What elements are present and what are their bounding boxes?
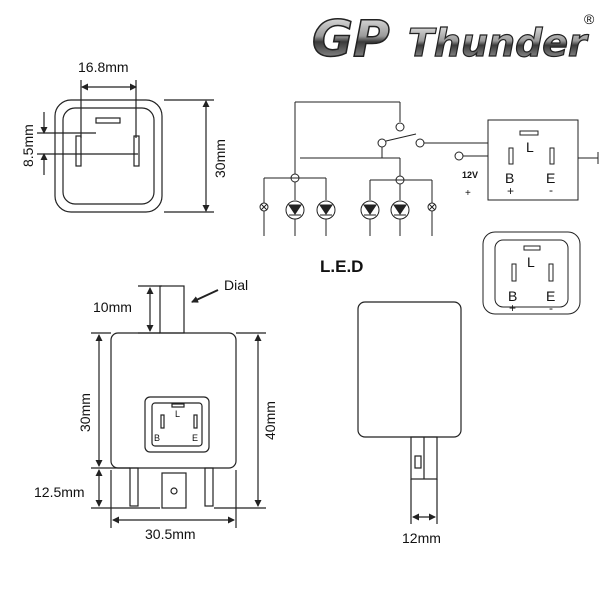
plus-label: + — [509, 301, 516, 315]
front-body — [110, 332, 237, 469]
dim-pin-length-label: 12.5mm — [34, 484, 85, 500]
top-view-pin-l — [95, 117, 121, 124]
top-view — [37, 80, 214, 213]
pin-label-b: B — [508, 288, 517, 304]
pin-label-l-wiring: L — [526, 139, 534, 155]
minus-label: - — [549, 301, 553, 315]
pin-label-l: L — [527, 254, 535, 270]
top-view-inner-body — [62, 107, 155, 205]
pin-label-e-front: E — [192, 433, 198, 443]
dim-body-height-label: 30mm — [77, 393, 93, 432]
pin-label-e: E — [546, 288, 555, 304]
front-view — [91, 285, 266, 528]
logo-registered-mark: ® — [584, 11, 595, 27]
logo-thunder-text: Thunder — [408, 21, 589, 65]
pin-label-b-front: B — [154, 433, 160, 443]
dim-dial-height-label: 10mm — [93, 299, 132, 315]
dim-total-height-label: 40mm — [262, 401, 278, 440]
pin-label-l-front: L — [175, 409, 180, 419]
pin-layout-view — [482, 231, 581, 315]
dial-label: Dial — [224, 277, 248, 293]
dim-top-offset-label: 8.5mm — [20, 124, 36, 167]
dim-body-width-label: 30.5mm — [145, 526, 196, 542]
front-pin-left — [129, 467, 139, 507]
plus-label-wiring: + — [507, 184, 514, 198]
side-view — [357, 301, 462, 524]
voltage-plus-label: + — [465, 188, 471, 199]
dim-side-width-label: 12mm — [402, 530, 441, 546]
top-view-outer-body — [54, 99, 163, 213]
dim-top-width-label: 16.8mm — [78, 59, 129, 75]
pin-label-b-wiring: B — [505, 170, 514, 186]
front-pin-center — [161, 472, 187, 509]
brand-logo: GP Thunder ® — [311, 9, 595, 69]
led-label: L.E.D — [320, 257, 363, 276]
wiring-diagram — [259, 101, 599, 236]
front-pin-right — [204, 467, 214, 507]
pin-label-e-wiring: E — [546, 170, 555, 186]
voltage-label: 12V — [462, 170, 478, 180]
dial-pointer-arrow — [191, 289, 219, 303]
top-view-pin-e — [133, 135, 140, 167]
dim-top-height-label: 30mm — [212, 139, 228, 178]
wiring-relay-block — [487, 119, 579, 201]
minus-label-wiring: - — [549, 183, 553, 197]
dial-knob — [159, 285, 185, 334]
side-body — [357, 301, 462, 438]
top-view-pin-b — [75, 135, 82, 167]
logo-gp-text: GP — [312, 10, 390, 68]
